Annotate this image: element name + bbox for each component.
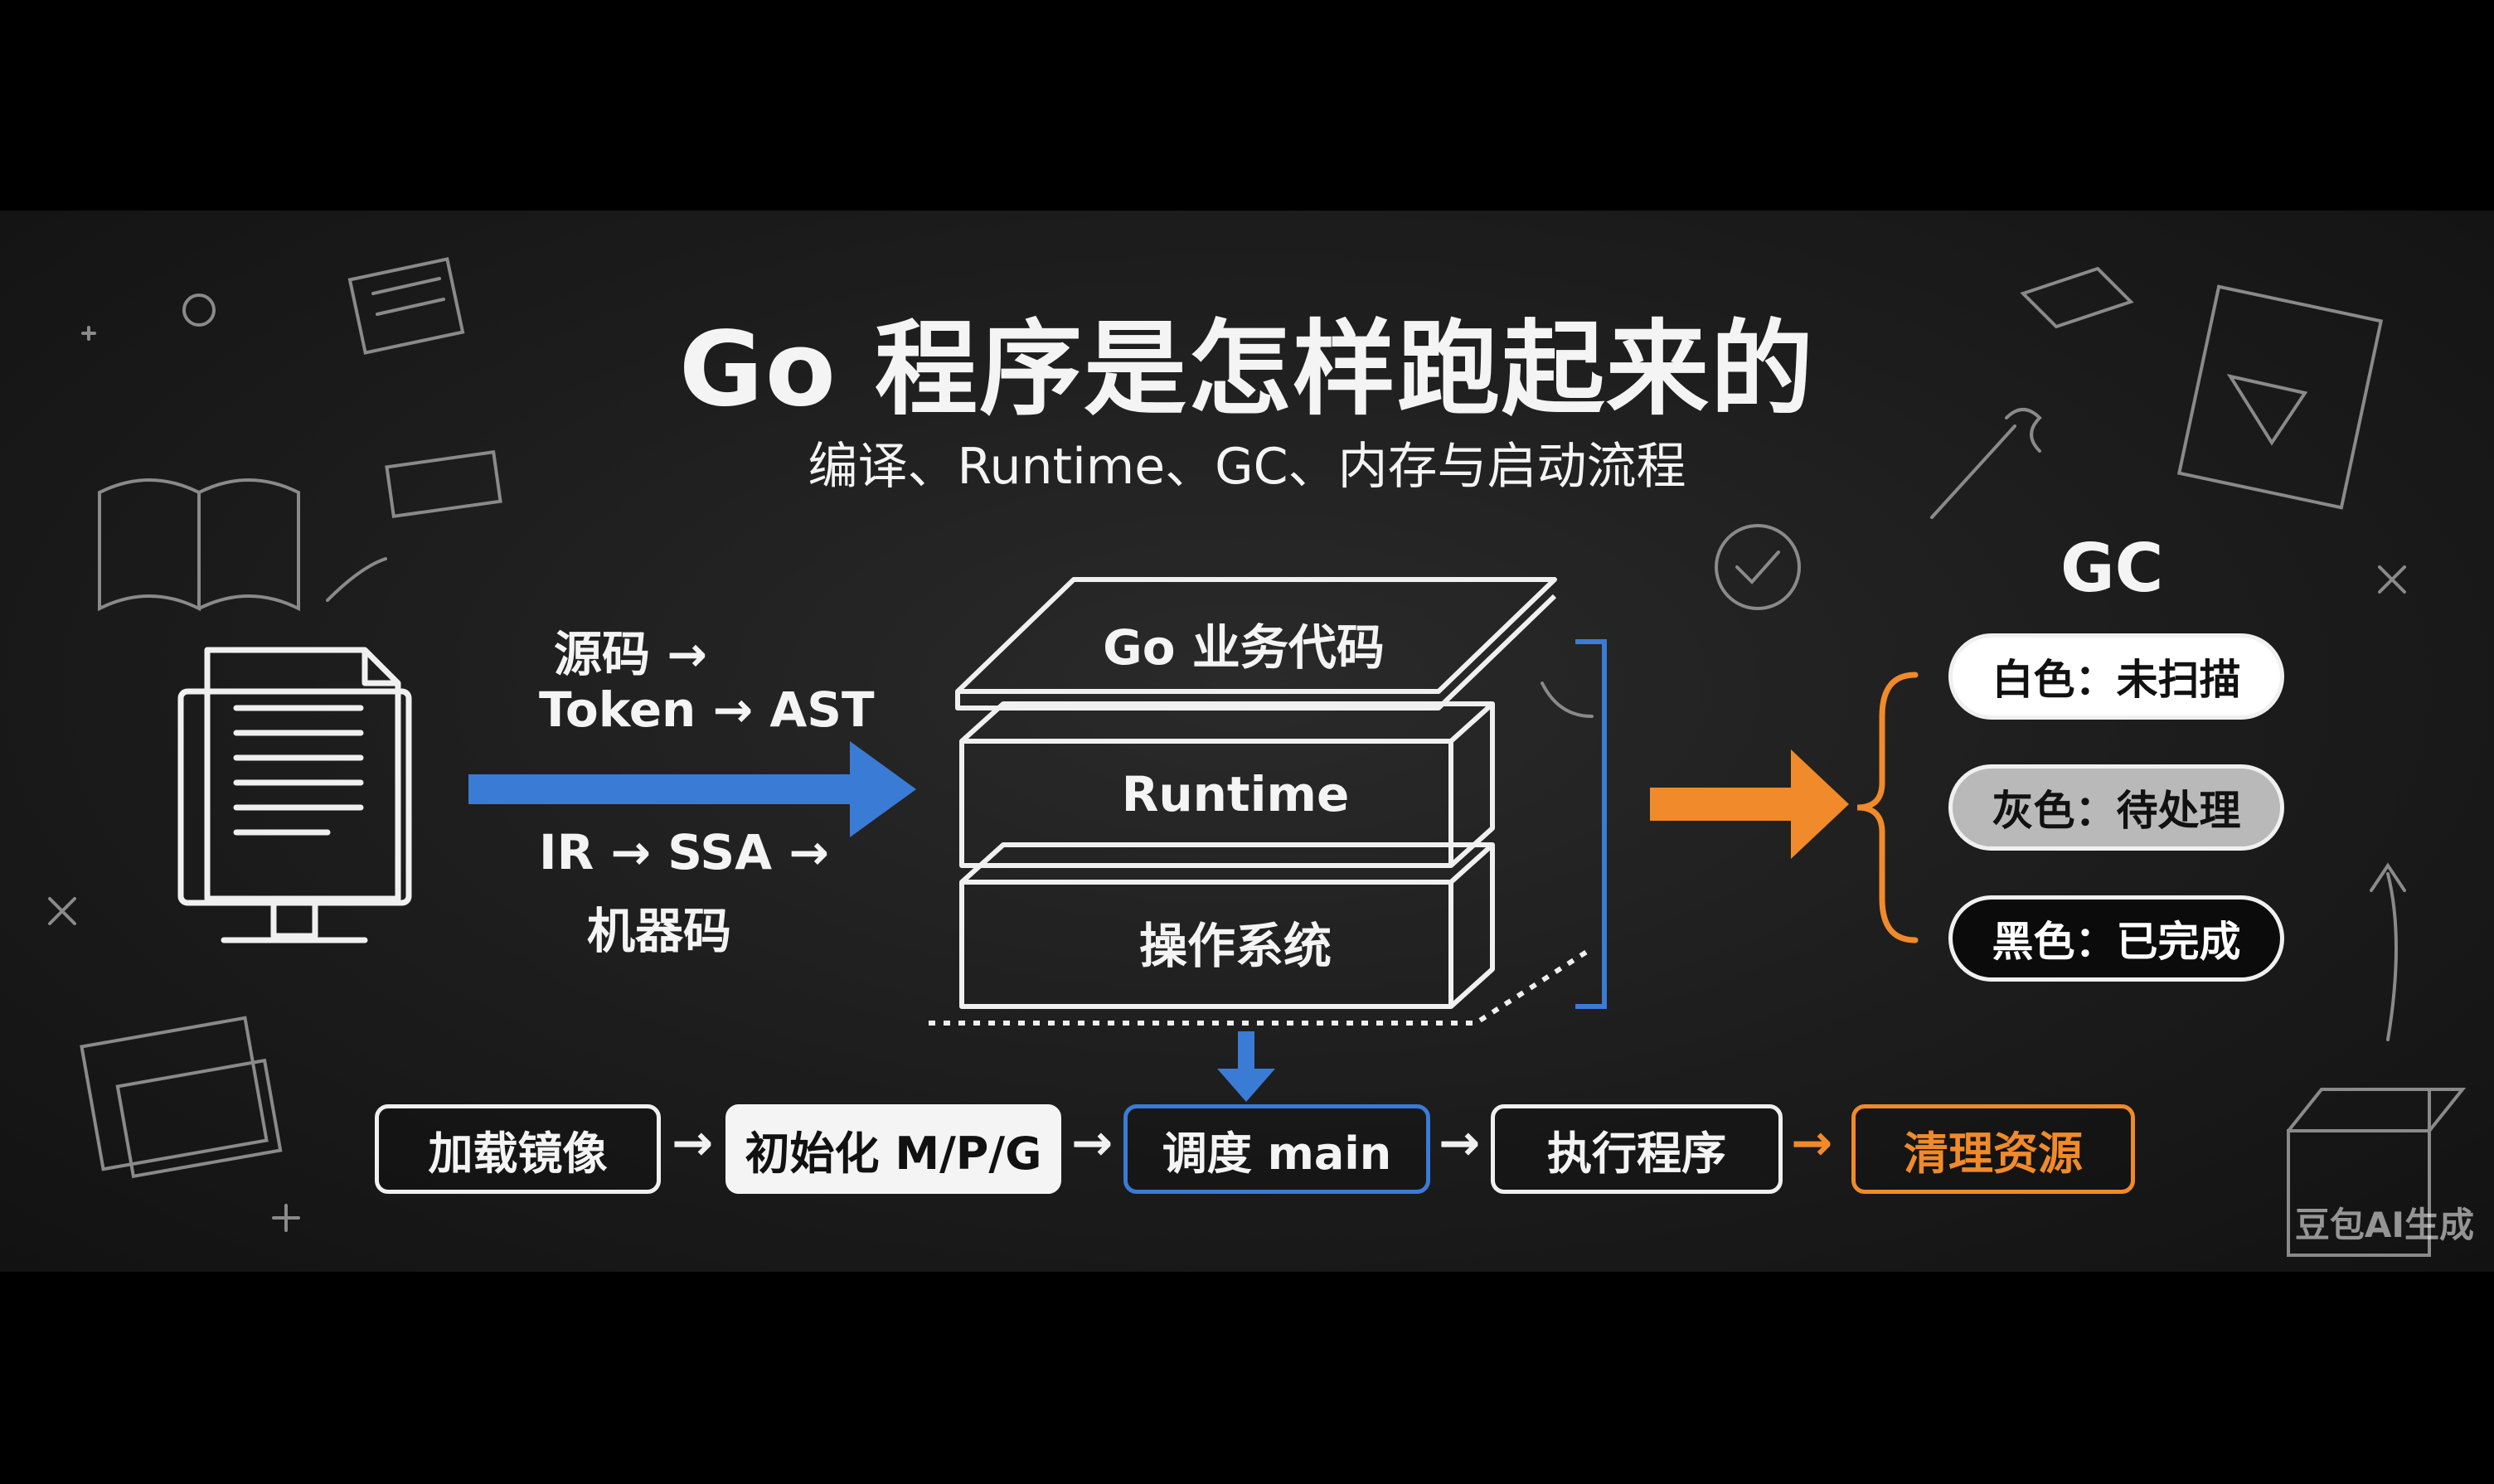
- layer-operating-system: 操作系统: [1138, 918, 1332, 974]
- compile-step-token-ast: Token → AST: [539, 681, 875, 738]
- watermark: 豆包AI生成: [2294, 1205, 2474, 1245]
- gc-state-black: 黑色：已完成: [1948, 895, 2284, 982]
- layer-bracket: [1575, 639, 1607, 1009]
- doodles-decoration: [48, 257, 2467, 1257]
- gc-state-gray: 灰色：待处理: [1948, 764, 2284, 851]
- gc-state-white: 白色：未扫描: [1948, 633, 2284, 720]
- chalk-drawings: [48, 257, 2467, 1257]
- layer-runtime: Runtime: [1121, 766, 1350, 822]
- startup-step-schedule-main: 调度 main: [1123, 1104, 1430, 1194]
- startup-step-cleanup: 清理资源: [1851, 1104, 2135, 1194]
- layer-stack: [929, 577, 1594, 1026]
- compile-step-ir-ssa: IR → SSA →: [539, 824, 829, 880]
- compile-step-source: 源码 →: [554, 626, 707, 682]
- step-arrow-2: →: [1071, 1114, 1114, 1172]
- startup-step-load-image: 加载镜像: [375, 1104, 661, 1194]
- step-arrow-1: →: [672, 1114, 714, 1172]
- down-arrow-icon: [1217, 1031, 1275, 1102]
- chalkboard: Go 程序是怎样跑起来的 编译、Runtime、GC、内存与启动流程 源码 → …: [0, 211, 2494, 1272]
- page-title: Go 程序是怎样跑起来的: [678, 310, 1816, 429]
- step-arrow-4: →: [1791, 1114, 1833, 1172]
- layer-go-business-code: Go 业务代码: [1103, 619, 1385, 676]
- step-arrow-3: →: [1439, 1114, 1481, 1172]
- monitor-document-icon: [177, 647, 412, 943]
- startup-step-execute: 执行程序: [1491, 1104, 1783, 1194]
- blue-arrow-icon: [468, 741, 916, 837]
- startup-step-init-mpg: 初始化 M/P/G: [725, 1104, 1061, 1194]
- compile-step-machine-code: 机器码: [587, 903, 732, 959]
- orange-arrow-icon: [1650, 749, 1849, 859]
- gc-title: GC: [2060, 530, 2164, 607]
- page-subtitle: 编译、Runtime、GC、内存与启动流程: [808, 438, 1686, 496]
- brace-icon: [1856, 672, 1919, 943]
